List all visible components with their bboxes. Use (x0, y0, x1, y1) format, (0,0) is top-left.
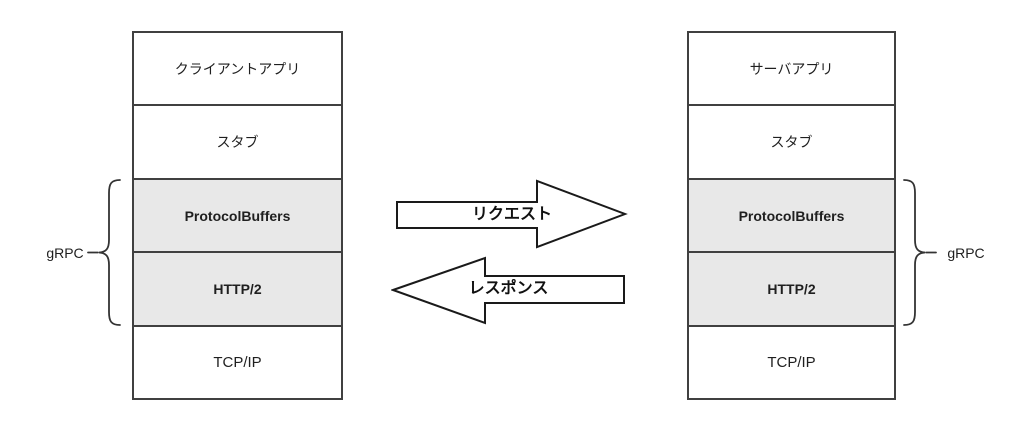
layer-label: スタブ (770, 134, 813, 151)
server-stack: サーバアプリ スタブ ProtocolBuffers HTTP/2 TCP/IP (687, 31, 896, 400)
layer-label: サーバアプリ (749, 60, 834, 77)
request-arrow-icon (396, 179, 628, 249)
layer-server-stub: スタブ (689, 104, 894, 178)
layer-label: HTTP/2 (767, 280, 816, 297)
layer-label: スタブ (216, 134, 259, 151)
layer-label: TCP/IP (767, 353, 816, 371)
response-arrow-icon (391, 256, 625, 325)
grpc-label-right: gRPC (947, 245, 985, 261)
request-arrow-label: リクエスト (471, 206, 552, 223)
response-arrow-label: レスポンス (468, 280, 549, 297)
left-brace-icon (87, 179, 121, 326)
layer-client-app: クライアントアプリ (134, 33, 341, 105)
layer-label: クライアントアプリ (174, 60, 301, 77)
right-brace-icon (903, 179, 937, 326)
layer-client-tcpip: TCP/IP (134, 324, 341, 399)
layer-client-stub: スタブ (134, 104, 341, 178)
client-stack: クライアントアプリ スタブ ProtocolBuffers HTTP/2 TCP… (132, 31, 343, 400)
layer-server-app: サーバアプリ (689, 33, 894, 105)
layer-label: ProtocolBuffers (184, 207, 291, 224)
grpc-label-left: gRPC (46, 245, 84, 261)
layer-client-http2: HTTP/2 (134, 251, 341, 325)
layer-client-protocolbuffers: ProtocolBuffers (134, 177, 341, 252)
layer-label: ProtocolBuffers (738, 207, 845, 224)
layer-label: HTTP/2 (213, 280, 262, 297)
layer-server-http2: HTTP/2 (689, 251, 894, 325)
layer-server-tcpip: TCP/IP (689, 324, 894, 399)
layer-server-protocolbuffers: ProtocolBuffers (689, 177, 894, 252)
layer-label: TCP/IP (213, 353, 262, 371)
